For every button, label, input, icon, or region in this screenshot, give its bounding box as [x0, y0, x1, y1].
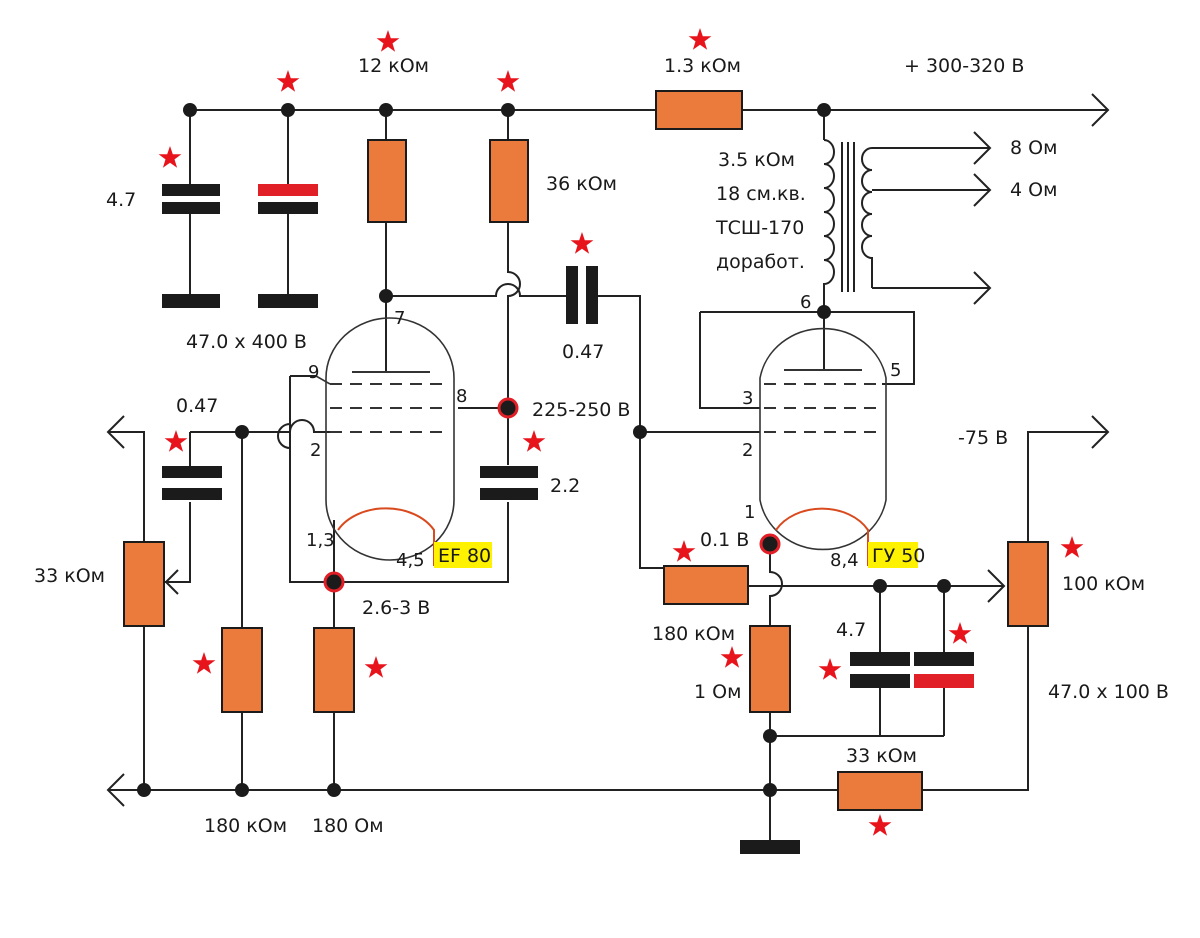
- label-36k: 36 кОм: [546, 173, 617, 195]
- pot-33k-wiper: [164, 569, 190, 595]
- label-33k-bottom: 33 кОм: [846, 745, 917, 767]
- label-supply: + 300-320 В: [904, 55, 1024, 77]
- label-1-3k: 1.3 кОм: [664, 55, 741, 77]
- label-xfmr-1: 3.5 кОм: [718, 149, 795, 171]
- label-12k: 12 кОм: [358, 55, 429, 77]
- test-points: [323, 397, 781, 593]
- pin-ef80-2: 2: [310, 440, 321, 461]
- label-180k-left: 180 кОм: [204, 815, 287, 837]
- potentiometer-33k: [123, 541, 165, 627]
- pin-ef80-45: 4,5: [396, 550, 425, 571]
- label-bias-supply: -75 В: [958, 427, 1008, 449]
- label-out-8: 8 Ом: [1010, 137, 1057, 159]
- resistor-180-ohm: [313, 627, 355, 713]
- label-cap-0-47-input: 0.47: [176, 395, 218, 417]
- pin-gu50-6: 6: [800, 292, 811, 313]
- pin-gu50-5: 5: [890, 360, 901, 381]
- cap-47-400-electrolytic: [258, 184, 318, 308]
- label-cap-4-7-left: 4.7: [106, 189, 136, 211]
- label-cap-2-2: 2.2: [550, 475, 580, 497]
- tube-label-ef80: EF 80: [438, 545, 491, 567]
- label-v-cathode1: 2.6-3 В: [362, 597, 430, 619]
- resistor-1-ohm: [749, 625, 791, 713]
- junction-dots: [137, 103, 951, 797]
- pin-ef80-8: 8: [456, 386, 467, 407]
- label-out-4: 4 Ом: [1010, 179, 1057, 201]
- cap-0-47-input: [162, 466, 222, 500]
- pin-gu50-3: 3: [742, 388, 753, 409]
- pin-ef80-13: 1,3: [306, 530, 335, 551]
- pin-gu50-2: 2: [742, 440, 753, 461]
- gu50-highlight: [868, 542, 918, 568]
- resistor-36k: [489, 139, 529, 223]
- label-xfmr-4: доработ.: [716, 251, 805, 273]
- pin-gu50-1: 1: [744, 502, 755, 523]
- cap-4-7-left: [162, 184, 220, 308]
- ef80-highlight: [434, 542, 492, 568]
- label-xfmr-2: 18 см.кв.: [716, 183, 806, 205]
- label-cap-47-400: 47.0 x 400 В: [186, 331, 307, 353]
- cap-47-100-electrolytic: [914, 652, 974, 688]
- label-180-ohm: 180 Ом: [312, 815, 384, 837]
- pin-ef80-9: 9: [308, 362, 319, 383]
- label-v-screen: 225-250 В: [532, 399, 630, 421]
- label-1-ohm: 1 Ом: [694, 681, 741, 703]
- resistor-1-3k: [655, 90, 743, 130]
- label-180k-right: 180 кОм: [652, 623, 735, 645]
- pin-ef80-7: 7: [394, 308, 405, 329]
- tube-ef80: [315, 317, 455, 566]
- label-cap-0-47-coupling: 0.47: [562, 341, 604, 363]
- resistor-180k-right: [663, 565, 749, 605]
- cap-0-47-coupling: [566, 266, 598, 324]
- label-cap-4-7-right: 4.7: [836, 619, 866, 641]
- output-transformer: [823, 139, 873, 292]
- tube-label-gu50: ГУ 50: [872, 545, 925, 567]
- label-pot-33k: 33 кОм: [34, 565, 105, 587]
- pin-gu50-84: 8,4: [830, 550, 859, 571]
- cap-4-7-right: [850, 652, 910, 688]
- label-xfmr-3: ТСШ-170: [715, 217, 804, 239]
- tube-gu50: [759, 327, 887, 566]
- potentiometer-100k: [1007, 541, 1049, 627]
- label-cap-47-100: 47.0 x 100 В: [1048, 681, 1169, 703]
- label-pot-100k: 100 кОм: [1062, 573, 1145, 595]
- resistor-33k-bottom: [837, 771, 923, 811]
- ground-symbol: [740, 840, 800, 854]
- cap-2-2: [480, 466, 538, 500]
- resistor-12k: [367, 139, 407, 223]
- resistor-180k-left: [221, 627, 263, 713]
- label-v-cathode2: 0.1 В: [700, 529, 749, 551]
